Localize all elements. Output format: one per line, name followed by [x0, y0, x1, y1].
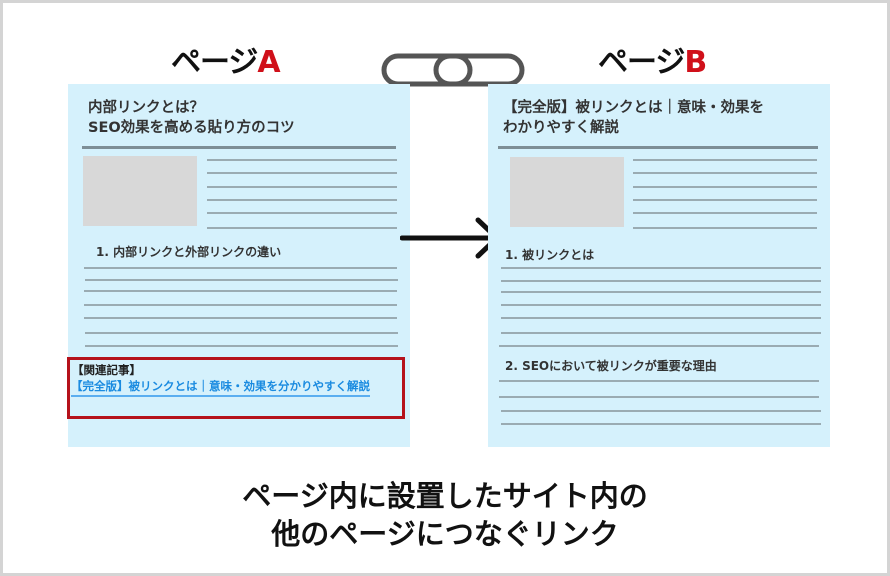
page-b-label-prefix: ページ — [598, 45, 685, 80]
related-article-highlight: 【関連記事】 【完全版】被リンクとは｜意味・効果を分かりやすく解説 — [67, 357, 405, 419]
text-line — [85, 279, 398, 281]
diagram-canvas: ページA ページB 内部リンクとは？ SEO効果を高める貼り方のコツ 1. 内部… — [3, 3, 887, 573]
text-line — [499, 396, 819, 398]
diagram-caption: ページ内に設置したサイト内の 他のページにつなぐリンク — [242, 479, 648, 551]
text-line — [501, 304, 821, 306]
text-line — [499, 380, 819, 382]
text-line — [633, 199, 817, 201]
page-a-title: 内部リンクとは？ SEO効果を高める貼り方のコツ — [88, 100, 295, 136]
page-b-panel: 【完全版】被リンクとは｜意味・効果を わかりやすく解説 1. 被リンクとは 2.… — [488, 84, 830, 447]
text-line — [84, 317, 397, 319]
text-line — [633, 227, 817, 229]
text-line — [501, 410, 821, 412]
text-line — [501, 332, 821, 334]
text-line — [84, 304, 397, 306]
page-b-label: ページB — [598, 45, 707, 81]
page-a-label-letter: A — [257, 45, 280, 80]
text-line — [207, 227, 397, 229]
text-line — [501, 291, 821, 293]
thumbnail-placeholder — [510, 157, 624, 227]
text-line — [84, 290, 397, 292]
page-b-heading-1: 1. 被リンクとは — [505, 248, 595, 262]
text-line — [633, 172, 817, 174]
page-b-label-letter: B — [684, 45, 707, 80]
page-a-label-prefix: ページ — [171, 45, 258, 80]
page-a-panel: 内部リンクとは？ SEO効果を高める貼り方のコツ 1. 内部リンクと外部リンクの… — [67, 84, 410, 447]
text-line — [207, 186, 397, 188]
text-line — [633, 186, 817, 188]
chain-link-icon — [381, 53, 525, 87]
text-line — [501, 280, 821, 282]
text-line — [499, 345, 819, 347]
page-a-label: ページA — [171, 45, 281, 81]
title-divider — [82, 146, 396, 149]
related-article-label: 【関連記事】 — [72, 363, 141, 377]
page-b-heading-2: 2. SEOにおいて被リンクが重要な理由 — [505, 359, 717, 373]
text-line — [633, 159, 817, 161]
text-line — [84, 267, 397, 269]
text-line — [85, 332, 398, 334]
text-line — [85, 345, 398, 347]
related-article-link[interactable]: 【完全版】被リンクとは｜意味・効果を分かりやすく解説 — [71, 378, 370, 397]
text-line — [207, 212, 397, 214]
thumbnail-placeholder — [83, 156, 197, 226]
text-line — [207, 199, 397, 201]
text-line — [501, 423, 821, 425]
text-line — [633, 212, 817, 214]
page-a-heading-1: 1. 内部リンクと外部リンクの違い — [96, 245, 282, 259]
title-divider — [498, 146, 818, 149]
text-line — [501, 267, 821, 269]
page-b-title: 【完全版】被リンクとは｜意味・効果を わかりやすく解説 — [503, 100, 764, 136]
text-line — [501, 317, 821, 319]
text-line — [207, 159, 397, 161]
text-line — [207, 172, 397, 174]
